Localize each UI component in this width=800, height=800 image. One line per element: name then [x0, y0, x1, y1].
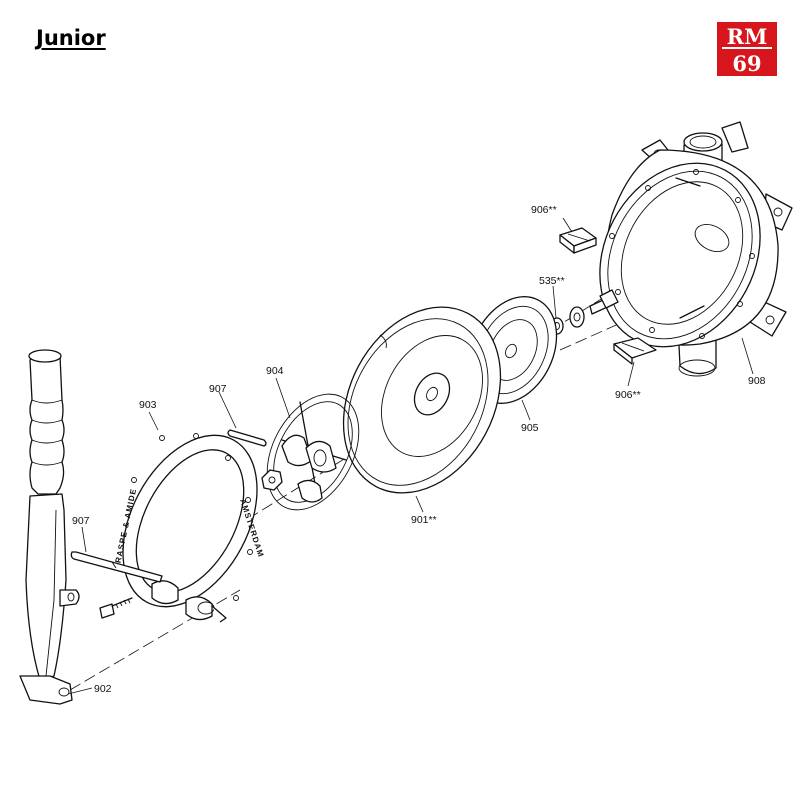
- part-labels: 906** 535** 906** 908 905 901** 904 907 …: [72, 204, 766, 695]
- rm69-logo: RM 69: [717, 22, 777, 76]
- flap-valve-906-bottom: [613, 337, 657, 365]
- label-903: 903: [139, 399, 157, 411]
- label-904: 904: [266, 365, 284, 377]
- label-535: 535**: [539, 275, 565, 287]
- hex-nut: [261, 469, 283, 491]
- pump-housing-908: [599, 121, 793, 377]
- label-908: 908: [748, 375, 766, 387]
- pin-907-top: [227, 429, 267, 447]
- pump-cover-901: [342, 306, 502, 494]
- label-907-left: 907: [72, 515, 90, 527]
- front-ring-903: BRASPE & AMIDE AMSTERDAM: [112, 433, 266, 623]
- label-906-bottom: 906**: [615, 389, 641, 401]
- handle-902: [19, 349, 80, 705]
- logo-text-top: RM: [727, 24, 768, 49]
- logo-text-bottom: 69: [732, 51, 761, 76]
- yoke-904: [266, 393, 360, 511]
- pin-907-left: [70, 551, 163, 583]
- label-905: 905: [521, 422, 539, 434]
- leader-lines: [67, 217, 754, 695]
- label-901: 901**: [411, 514, 437, 526]
- flap-valve-906-top: [559, 227, 597, 254]
- screw: [99, 597, 133, 619]
- label-902: 902: [94, 683, 112, 695]
- label-907-top: 907: [209, 383, 227, 395]
- page-title: Junior: [36, 26, 106, 50]
- logo-divider: [722, 47, 772, 49]
- label-906-top: 906**: [531, 204, 557, 216]
